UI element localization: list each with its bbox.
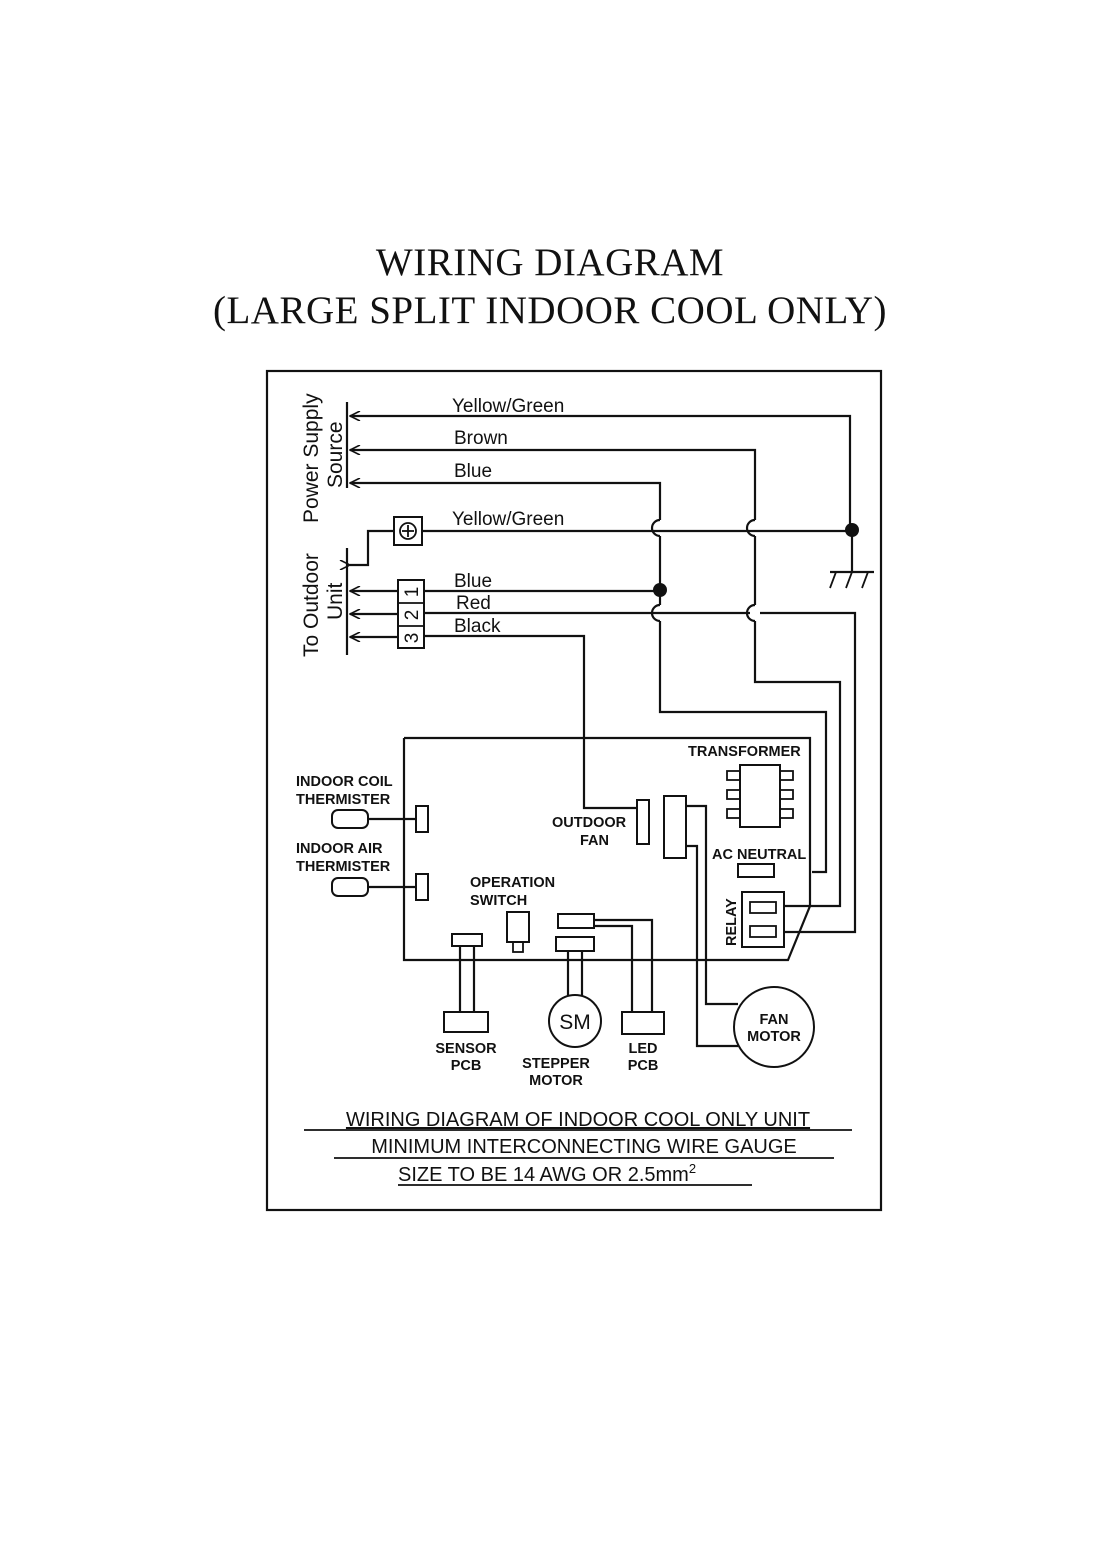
label-transformer: TRANSFORMER bbox=[688, 744, 801, 760]
label-outdoor-fan-2: FAN bbox=[580, 833, 609, 849]
indoor-air-thermister bbox=[331, 877, 369, 897]
ac-neutral-connector bbox=[737, 863, 775, 878]
wire-earth-to-outdoor bbox=[350, 529, 394, 565]
label-ac-neutral: AC NEUTRAL bbox=[712, 847, 806, 863]
wire-label-supply-blue: Blue bbox=[454, 461, 492, 482]
label-stepper-motor-2: MOTOR bbox=[529, 1073, 583, 1089]
wire-outdoor-black bbox=[424, 634, 637, 810]
wire-supply-brown bbox=[350, 450, 757, 520]
label-unit: Unit bbox=[324, 582, 347, 620]
label-operation-switch-2: SWITCH bbox=[470, 893, 527, 909]
wire-fan-motor-2 bbox=[686, 844, 738, 1048]
label-outdoor-fan-1: OUTDOOR bbox=[552, 815, 627, 831]
label-source: Source bbox=[324, 421, 347, 488]
terminal-3: 3 bbox=[402, 633, 423, 644]
wire-fan-motor-1 bbox=[686, 804, 738, 1006]
wire-supply-yellow-green bbox=[350, 416, 852, 530]
fan-motor-connector bbox=[663, 795, 687, 859]
sensor-pcb bbox=[443, 1011, 489, 1033]
terminal-1: 1 bbox=[402, 587, 423, 598]
wire-crossover bbox=[650, 518, 661, 538]
label-to-outdoor: To Outdoor bbox=[300, 553, 323, 657]
title-line-2: (LARGE SPLIT INDOOR COOL ONLY) bbox=[212, 289, 888, 332]
wire-label-supply-yellow-green: Yellow/Green bbox=[452, 396, 564, 417]
label-indoor-coil-1: INDOOR COIL bbox=[296, 774, 393, 790]
note-line-2: MINIMUM INTERCONNECTING WIRE GAUGE bbox=[371, 1136, 797, 1158]
wire-crossover bbox=[745, 518, 756, 538]
note-line-1: WIRING DIAGRAM OF INDOOR COOL ONLY UNIT bbox=[346, 1109, 810, 1131]
label-power-supply: Power Supply bbox=[300, 393, 323, 523]
wire-red-to-relay bbox=[760, 611, 857, 934]
label-indoor-air-2: THERMISTER bbox=[296, 859, 391, 875]
diagram-frame bbox=[265, 369, 883, 1212]
relay bbox=[741, 891, 785, 948]
note-line-3: SIZE TO BE 14 AWG OR 2.5mm2 bbox=[398, 1161, 696, 1186]
fan-motor bbox=[733, 986, 815, 1068]
terminal-block bbox=[397, 579, 425, 649]
indoor-coil-thermister bbox=[331, 809, 369, 829]
indoor-air-connector bbox=[415, 873, 429, 901]
wire-label-outdoor-yellow-green: Yellow/Green bbox=[452, 509, 564, 530]
label-sensor-pcb-1: SENSOR bbox=[435, 1041, 497, 1057]
label-fan-motor-1: FAN bbox=[760, 1012, 789, 1028]
wire-blue-to-ac-neutral bbox=[658, 621, 828, 874]
indoor-coil-connector bbox=[415, 805, 429, 833]
wire-label-outdoor-blue: Blue bbox=[454, 571, 492, 592]
wire-supply-blue bbox=[350, 483, 662, 520]
label-operation-switch-1: OPERATION bbox=[470, 875, 555, 891]
led-pcb-connector bbox=[557, 913, 595, 929]
wire-led-2 bbox=[594, 924, 634, 1012]
wire-label-supply-brown: Brown bbox=[454, 428, 508, 449]
stepper-motor-connector bbox=[555, 936, 595, 952]
wire-label-outdoor-red: Red bbox=[456, 593, 491, 614]
label-fan-motor-2: MOTOR bbox=[747, 1029, 801, 1045]
wire-led-1 bbox=[594, 918, 654, 1012]
operation-switch bbox=[506, 911, 530, 943]
label-sensor-pcb-2: PCB bbox=[451, 1058, 482, 1074]
label-relay: RELAY bbox=[724, 898, 740, 946]
outdoor-fan-connector bbox=[636, 799, 650, 845]
sensor-pcb-connector bbox=[451, 933, 483, 947]
wire-label-outdoor-black: Black bbox=[454, 616, 501, 637]
label-indoor-coil-2: THERMISTER bbox=[296, 792, 391, 808]
label-led-pcb-1: LED bbox=[629, 1041, 658, 1057]
stepper-motor bbox=[548, 994, 602, 1048]
title-line-1: WIRING DIAGRAM bbox=[375, 241, 725, 284]
label-indoor-air-1: INDOOR AIR bbox=[296, 841, 383, 857]
label-sm: SM bbox=[559, 1011, 591, 1034]
led-pcb bbox=[621, 1011, 665, 1035]
wire-supply-brown-to-relay bbox=[753, 621, 842, 908]
earth-symbol-icon bbox=[399, 522, 417, 540]
terminal-2: 2 bbox=[402, 610, 423, 621]
label-led-pcb-2: PCB bbox=[628, 1058, 659, 1074]
transformer bbox=[739, 764, 781, 828]
label-stepper-motor-1: STEPPER bbox=[522, 1056, 590, 1072]
